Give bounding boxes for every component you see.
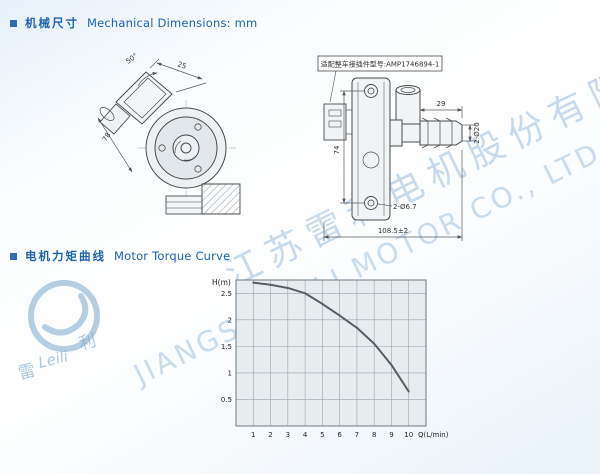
mech-title-zh: 机械尺寸 [25,16,79,30]
x-tick-label: 10 [404,431,413,439]
y-tick-label: 1.5 [221,343,232,351]
hose-barb [419,120,463,146]
top-port [395,89,421,125]
logo-text-zh-left: 雷 [16,361,37,385]
mount-foot [165,195,203,215]
logo-text-script: Leili [36,347,70,372]
dim-2xd20: 2-Ø20 [473,122,481,143]
drawing-right-dims: 适配整车接插件型号:AMP1746894-1 74 29 2-Ø20 2-Ø6.… [321,60,481,241]
drawing-right-view [317,55,463,221]
amp-connector [323,103,347,141]
connector-label-box [317,55,443,72]
angled-flange [115,71,173,125]
x-tick-label: 2 [268,431,272,439]
y-tick-label: 2.5 [221,290,232,298]
y-tick-label: 2 [228,316,232,324]
logo-swoosh [42,293,89,336]
screw-hole [158,144,166,152]
mount-hole-bottom [364,196,378,210]
screw-hole [194,123,202,131]
mechanical-drawing: 50° 25 78 [97,52,481,241]
y-tick-label: 1 [228,369,232,377]
mount-hole-top [364,84,378,98]
dim-74: 74 [333,145,341,154]
y-tick-label: 0.5 [221,396,232,404]
hatched-base [201,183,241,215]
dim-2xd6-7: 2-Ø6.7 [393,203,417,211]
drawing-left-view [99,71,241,215]
x-tick-label: 5 [320,431,324,439]
dim-108-5: 108.5±2 [378,227,408,235]
torque-chart-svg: 1 2 3 4 5 6 7 8 9 10 0.5 1 1.5 2 2.5 H(m) Q(L/min) [212,278,449,439]
chart-grid [236,280,426,426]
mech-title-en: Mechanical Dimensions: mm [87,16,258,30]
dim-25: 25 [176,60,187,70]
dim-29: 29 [437,100,446,108]
torque-title-zh: 电机力矩曲线 [25,249,106,263]
leili-logo-watermark: 雷 Leili 利 [16,280,100,385]
x-tick-label: 9 [389,431,393,439]
body-boss [362,151,380,169]
outlet-flange [389,119,403,147]
logo-ring [28,280,100,352]
x-tick-label: 6 [337,431,342,439]
chart-ylabel: H(m) [212,278,231,287]
x-tick-label: 8 [372,431,376,439]
torque-title-en: Motor Torque Curve [114,249,231,263]
section-header-torque: 电机力矩曲线 Motor Torque Curve [10,248,230,264]
x-tick-label: 1 [251,431,255,439]
pump-body [351,77,391,221]
dim-angle-50: 50° [124,52,139,66]
section-bullet-icon [10,19,17,27]
section-bullet-icon [10,252,17,260]
connector-label: 适配整车接插件型号:AMP1746894-1 [321,60,440,69]
logo-text-zh-right: 利 [77,331,98,355]
chart-xlabel: Q(L/min) [418,431,449,439]
drawing-left-dims: 50° 25 78 [97,52,207,173]
torque-curve [252,281,410,393]
x-tick-label: 7 [355,431,359,439]
section-header-mechanical: 机械尺寸 Mechanical Dimensions: mm [10,15,257,31]
chart-plot-area [235,279,427,427]
x-tick-label: 4 [303,431,308,439]
chart-ticks: 1 2 3 4 5 6 7 8 9 10 0.5 1 1.5 2 2.5 [221,290,413,439]
screw-hole [194,165,202,173]
x-tick-label: 3 [286,431,290,439]
dim-78: 78 [101,131,113,143]
